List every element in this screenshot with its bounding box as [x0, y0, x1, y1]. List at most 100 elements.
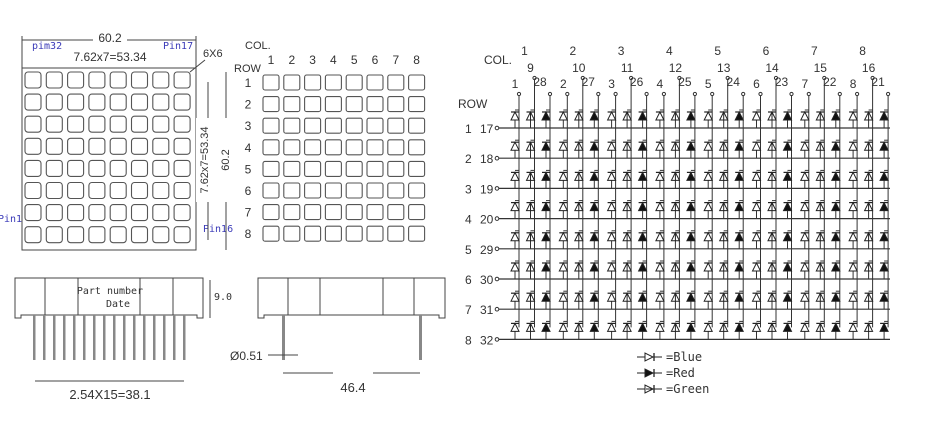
diode-blue-icon: [751, 110, 762, 121]
matrix-cell: [387, 139, 405, 156]
column-pin-label: 12: [669, 61, 683, 75]
column-pin-label: 6: [753, 77, 760, 91]
diode-green-icon: [670, 110, 681, 121]
led-dot: [109, 181, 127, 200]
matrix-row-number: 2: [245, 98, 252, 112]
diode-blue-icon: [558, 171, 569, 181]
matrix-col-number: 1: [268, 53, 275, 67]
matrix-cell: [283, 225, 301, 242]
diode-triangle: [606, 110, 617, 121]
diode-blue-icon: [606, 171, 617, 181]
diode-blue-icon: [655, 201, 665, 212]
pin: [419, 315, 422, 360]
diode-red-icon: [879, 292, 889, 302]
diode-blue-icon: [848, 171, 858, 181]
diode-triangle: [830, 231, 841, 242]
diode-triangle: [558, 110, 569, 121]
row-terminal: [494, 186, 500, 191]
diode-triangle: [510, 110, 520, 121]
schematic-row-number: 2: [465, 152, 472, 166]
schematic-row-pin: 29: [480, 243, 494, 257]
diode-triangle: [848, 171, 858, 181]
diode-blue-icon: [848, 322, 858, 332]
diode-green-icon: [525, 292, 536, 302]
diode-green-icon: [815, 292, 826, 302]
diode-blue-icon: [606, 261, 617, 272]
diode-triangle: [510, 141, 520, 151]
diode-triangle: [541, 201, 551, 212]
schematic-col-number: 3: [618, 44, 625, 58]
diode-triangle: [703, 231, 714, 242]
led-dot: [24, 115, 42, 133]
diode-triangle: [606, 292, 617, 302]
matrix-cell: [408, 139, 426, 156]
matrix-cell: [366, 182, 384, 199]
matrix-cell: [408, 96, 426, 113]
diode-red-icon: [830, 322, 841, 332]
schematic-col-number: 1: [521, 44, 528, 58]
row-terminal: [494, 216, 500, 221]
diode-green-icon: [718, 201, 729, 212]
diode-red-icon: [879, 171, 889, 181]
matrix-row-number: 5: [245, 162, 252, 176]
pins: [33, 315, 186, 360]
diode-blue-icon: [799, 231, 810, 242]
diode-blue-icon: [799, 141, 810, 151]
diode-green-icon: [767, 110, 777, 121]
schematic-row-label: ROW: [458, 97, 488, 111]
diode-triangle: [751, 141, 762, 151]
led-dot: [67, 93, 85, 111]
led-dot: [109, 71, 127, 89]
diode-triangle: [751, 171, 762, 181]
diode-triangle: [799, 110, 810, 121]
diode-red-icon: [830, 292, 841, 302]
diode-red-icon: [637, 231, 648, 242]
led-dot: [173, 204, 191, 222]
diode-blue-icon: [751, 201, 762, 212]
column-pin-label: 5: [705, 77, 712, 91]
diode-triangle: [558, 261, 569, 272]
diode-green-icon: [718, 231, 729, 242]
diode-red-icon: [541, 322, 551, 332]
schematic-row-pin: 19: [480, 182, 494, 196]
diode-triangle: [606, 201, 617, 212]
column-terminal: [870, 75, 875, 81]
diode-triangle: [510, 322, 520, 332]
diode-triangle: [751, 261, 762, 272]
diode-red-icon: [734, 110, 745, 121]
diode-green-icon: [815, 231, 826, 242]
diode-triangle: [848, 261, 858, 272]
diode-triangle: [879, 231, 889, 242]
diode-blue-icon: [848, 292, 858, 302]
diode-blue-icon: [848, 231, 858, 242]
diode-triangle: [637, 201, 648, 212]
led-dot: [152, 204, 170, 222]
matrix-cell: [408, 117, 426, 134]
diode-blue-icon: [799, 292, 810, 302]
diode-triangle: [686, 110, 696, 121]
diode-blue-icon: [655, 231, 665, 242]
matrix-cell: [408, 182, 426, 199]
side-view-side: Ø0.51 46.4: [230, 277, 446, 395]
diode-triangle: [589, 231, 600, 242]
pin: [173, 315, 176, 360]
pin: [143, 315, 146, 360]
led-dot: [173, 159, 191, 177]
column-terminal: [532, 75, 537, 81]
diode-triangle: [734, 110, 745, 121]
matrix-cell: [387, 182, 405, 199]
label-bg: [93, 32, 127, 44]
diode-triangle: [655, 322, 665, 332]
matrix-cell: [304, 74, 322, 91]
matrix-cell: [283, 139, 301, 156]
diode-triangle: [879, 171, 889, 181]
diode-red-icon: [637, 110, 648, 121]
schematic-row-number: 3: [465, 182, 472, 196]
column-terminal: [580, 75, 585, 81]
matrix-cell: [283, 96, 301, 113]
row-terminal: [494, 276, 500, 282]
diode-blue-icon: [655, 322, 665, 332]
diode-triangle: [637, 261, 648, 272]
